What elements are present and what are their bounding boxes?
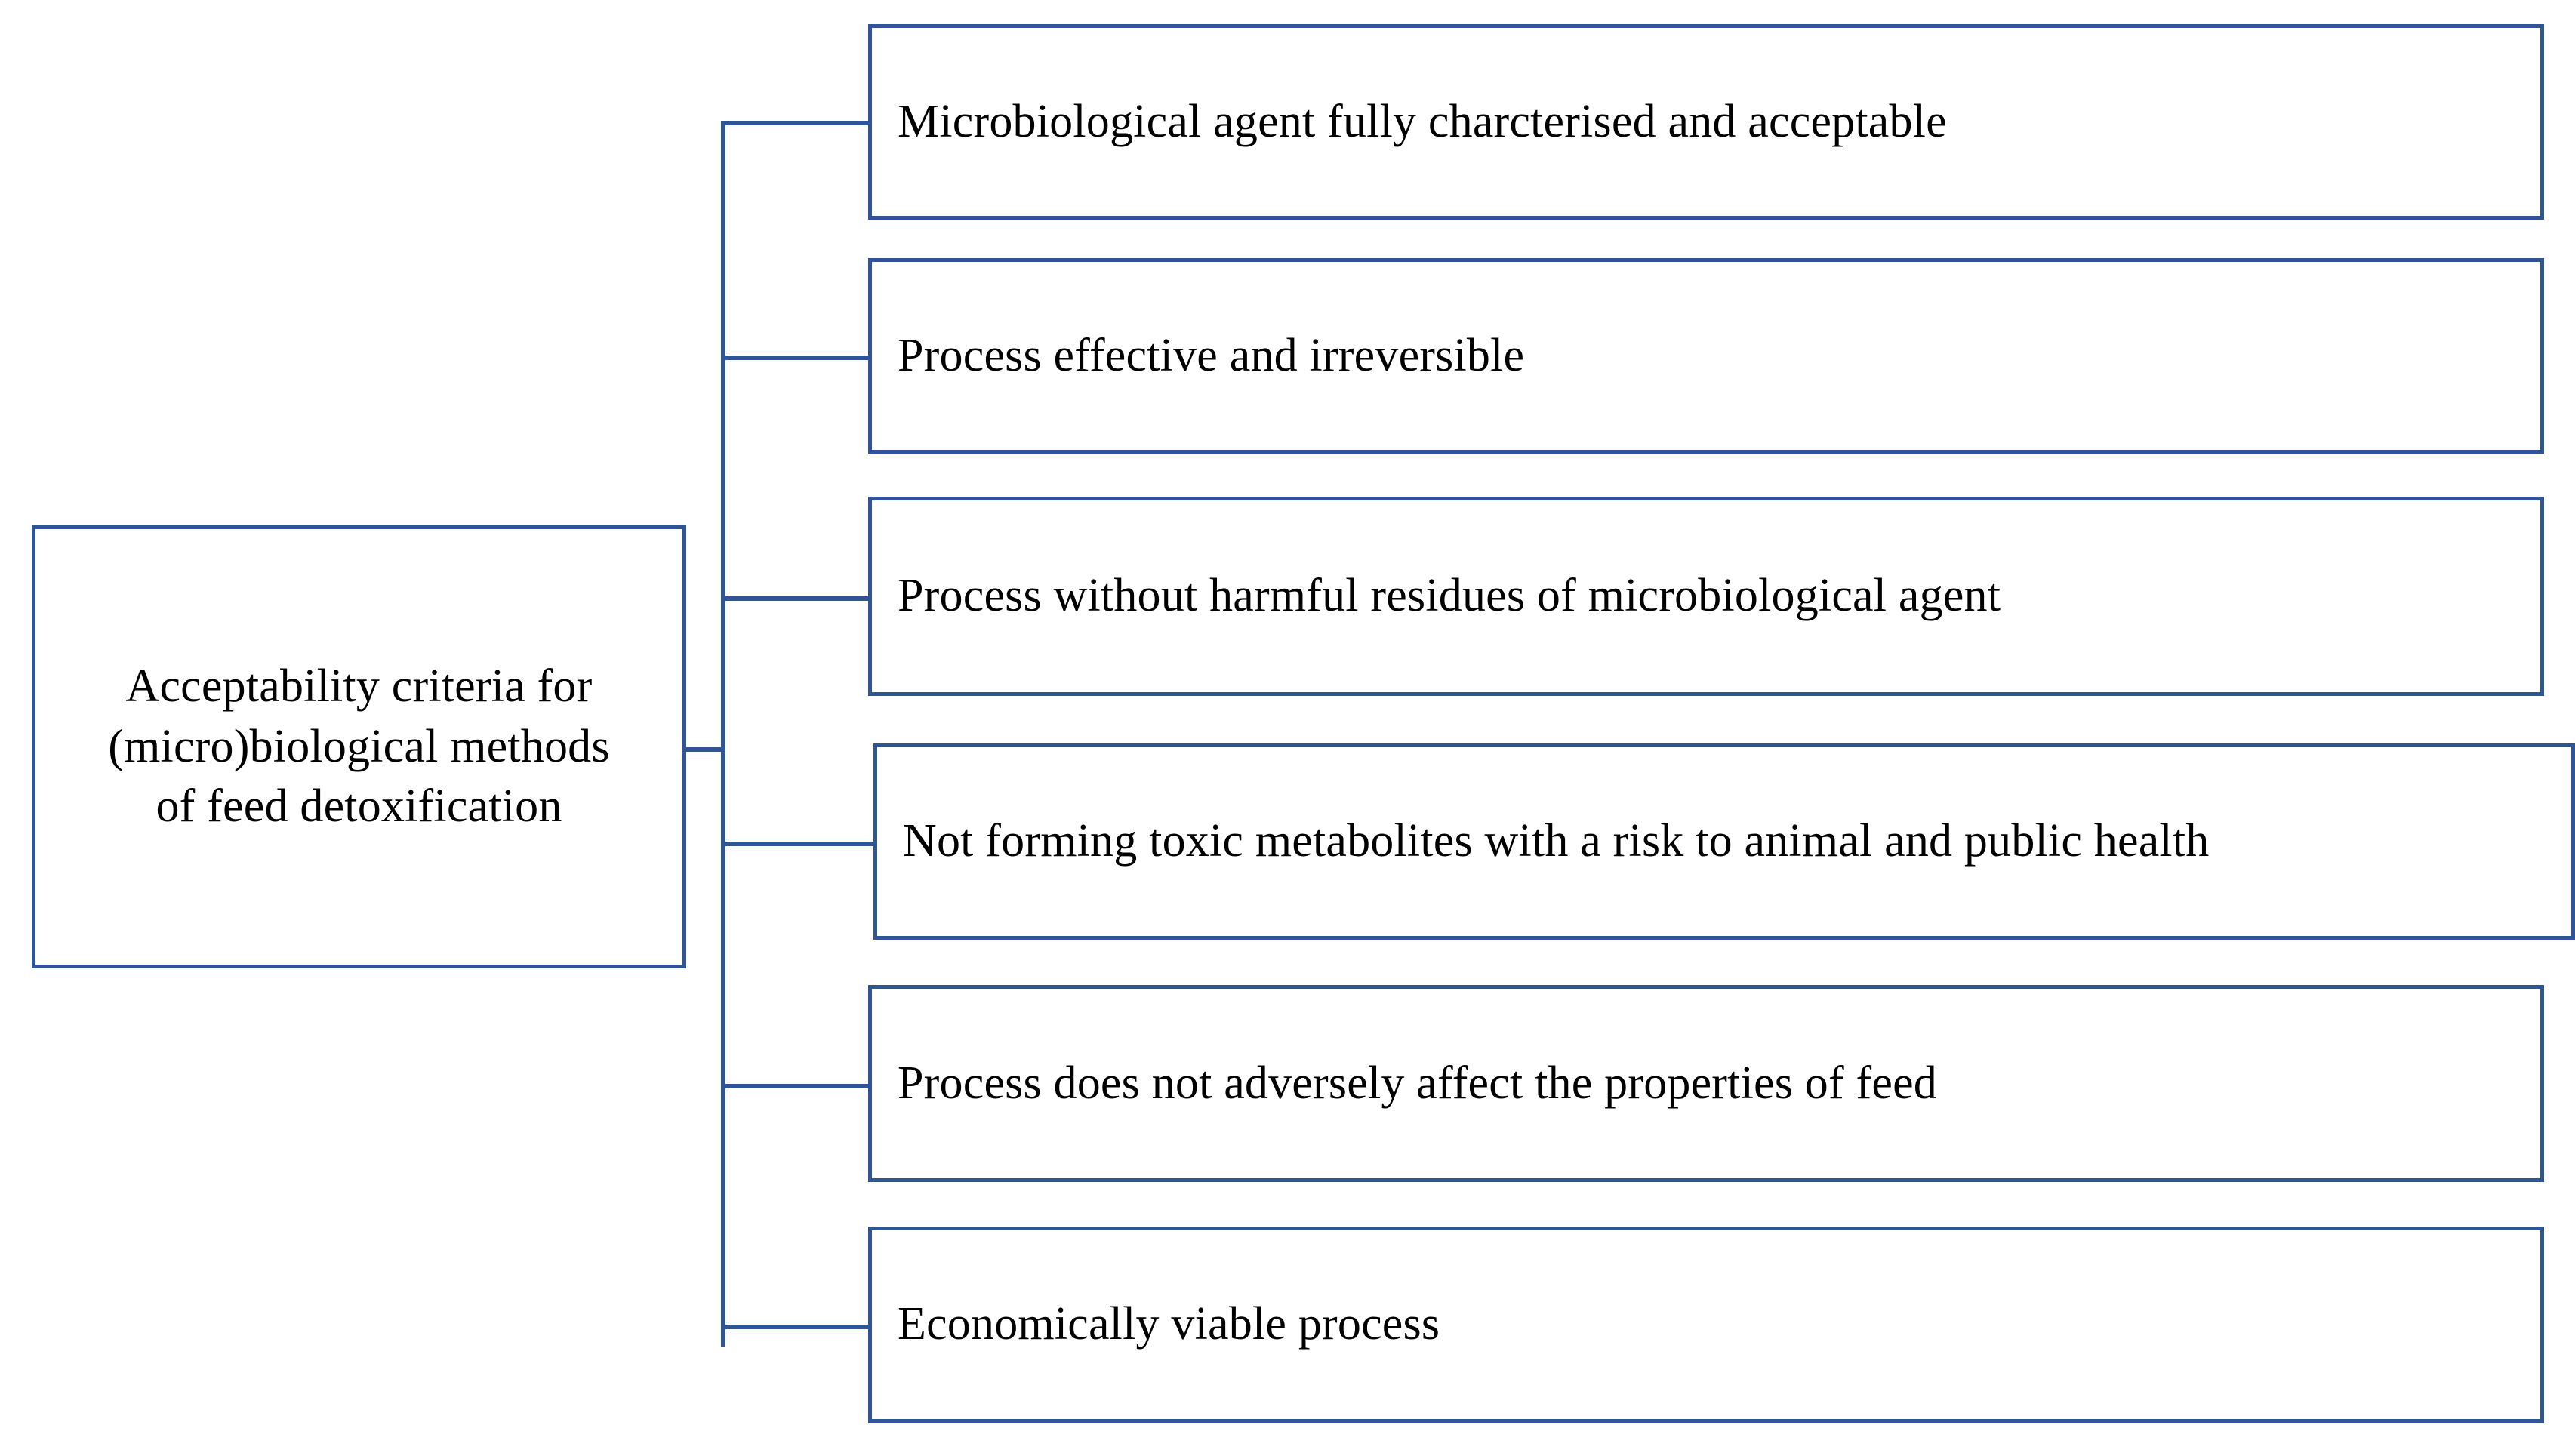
leaf-node-3: Process without harmful residues of micr… bbox=[868, 497, 2544, 696]
root-node-label: Acceptability criteria for (micro)biolog… bbox=[108, 660, 610, 833]
leaf-node-label-4: Not forming toxic metabolites with a ris… bbox=[903, 815, 2210, 867]
connector-branch-4 bbox=[721, 842, 877, 846]
leaf-node-1: Microbiological agent fully charcterised… bbox=[868, 24, 2544, 220]
leaf-node-label-5: Process does not adversely affect the pr… bbox=[898, 1057, 1937, 1109]
leaf-node-4: Not forming toxic metabolites with a ris… bbox=[873, 743, 2575, 940]
root-node: Acceptability criteria for (micro)biolog… bbox=[32, 525, 686, 968]
connector-branch-6 bbox=[721, 1325, 872, 1329]
leaf-node-label-1: Microbiological agent fully charcterised… bbox=[898, 95, 1947, 147]
leaf-node-6: Economically viable process bbox=[868, 1227, 2544, 1423]
connector-root-stem bbox=[686, 747, 725, 752]
leaf-node-label-3: Process without harmful residues of micr… bbox=[898, 570, 2001, 622]
leaf-node-label-6: Economically viable process bbox=[898, 1298, 1440, 1350]
connector-branch-3 bbox=[721, 596, 872, 601]
connector-trunk-vertical bbox=[721, 121, 725, 1347]
leaf-node-5: Process does not adversely affect the pr… bbox=[868, 985, 2544, 1182]
leaf-node-label-2: Process effective and irreversible bbox=[898, 329, 1525, 381]
connector-branch-2 bbox=[721, 356, 872, 360]
connector-branch-5 bbox=[721, 1084, 872, 1088]
connector-branch-1 bbox=[721, 121, 872, 125]
leaf-node-2: Process effective and irreversible bbox=[868, 258, 2544, 454]
